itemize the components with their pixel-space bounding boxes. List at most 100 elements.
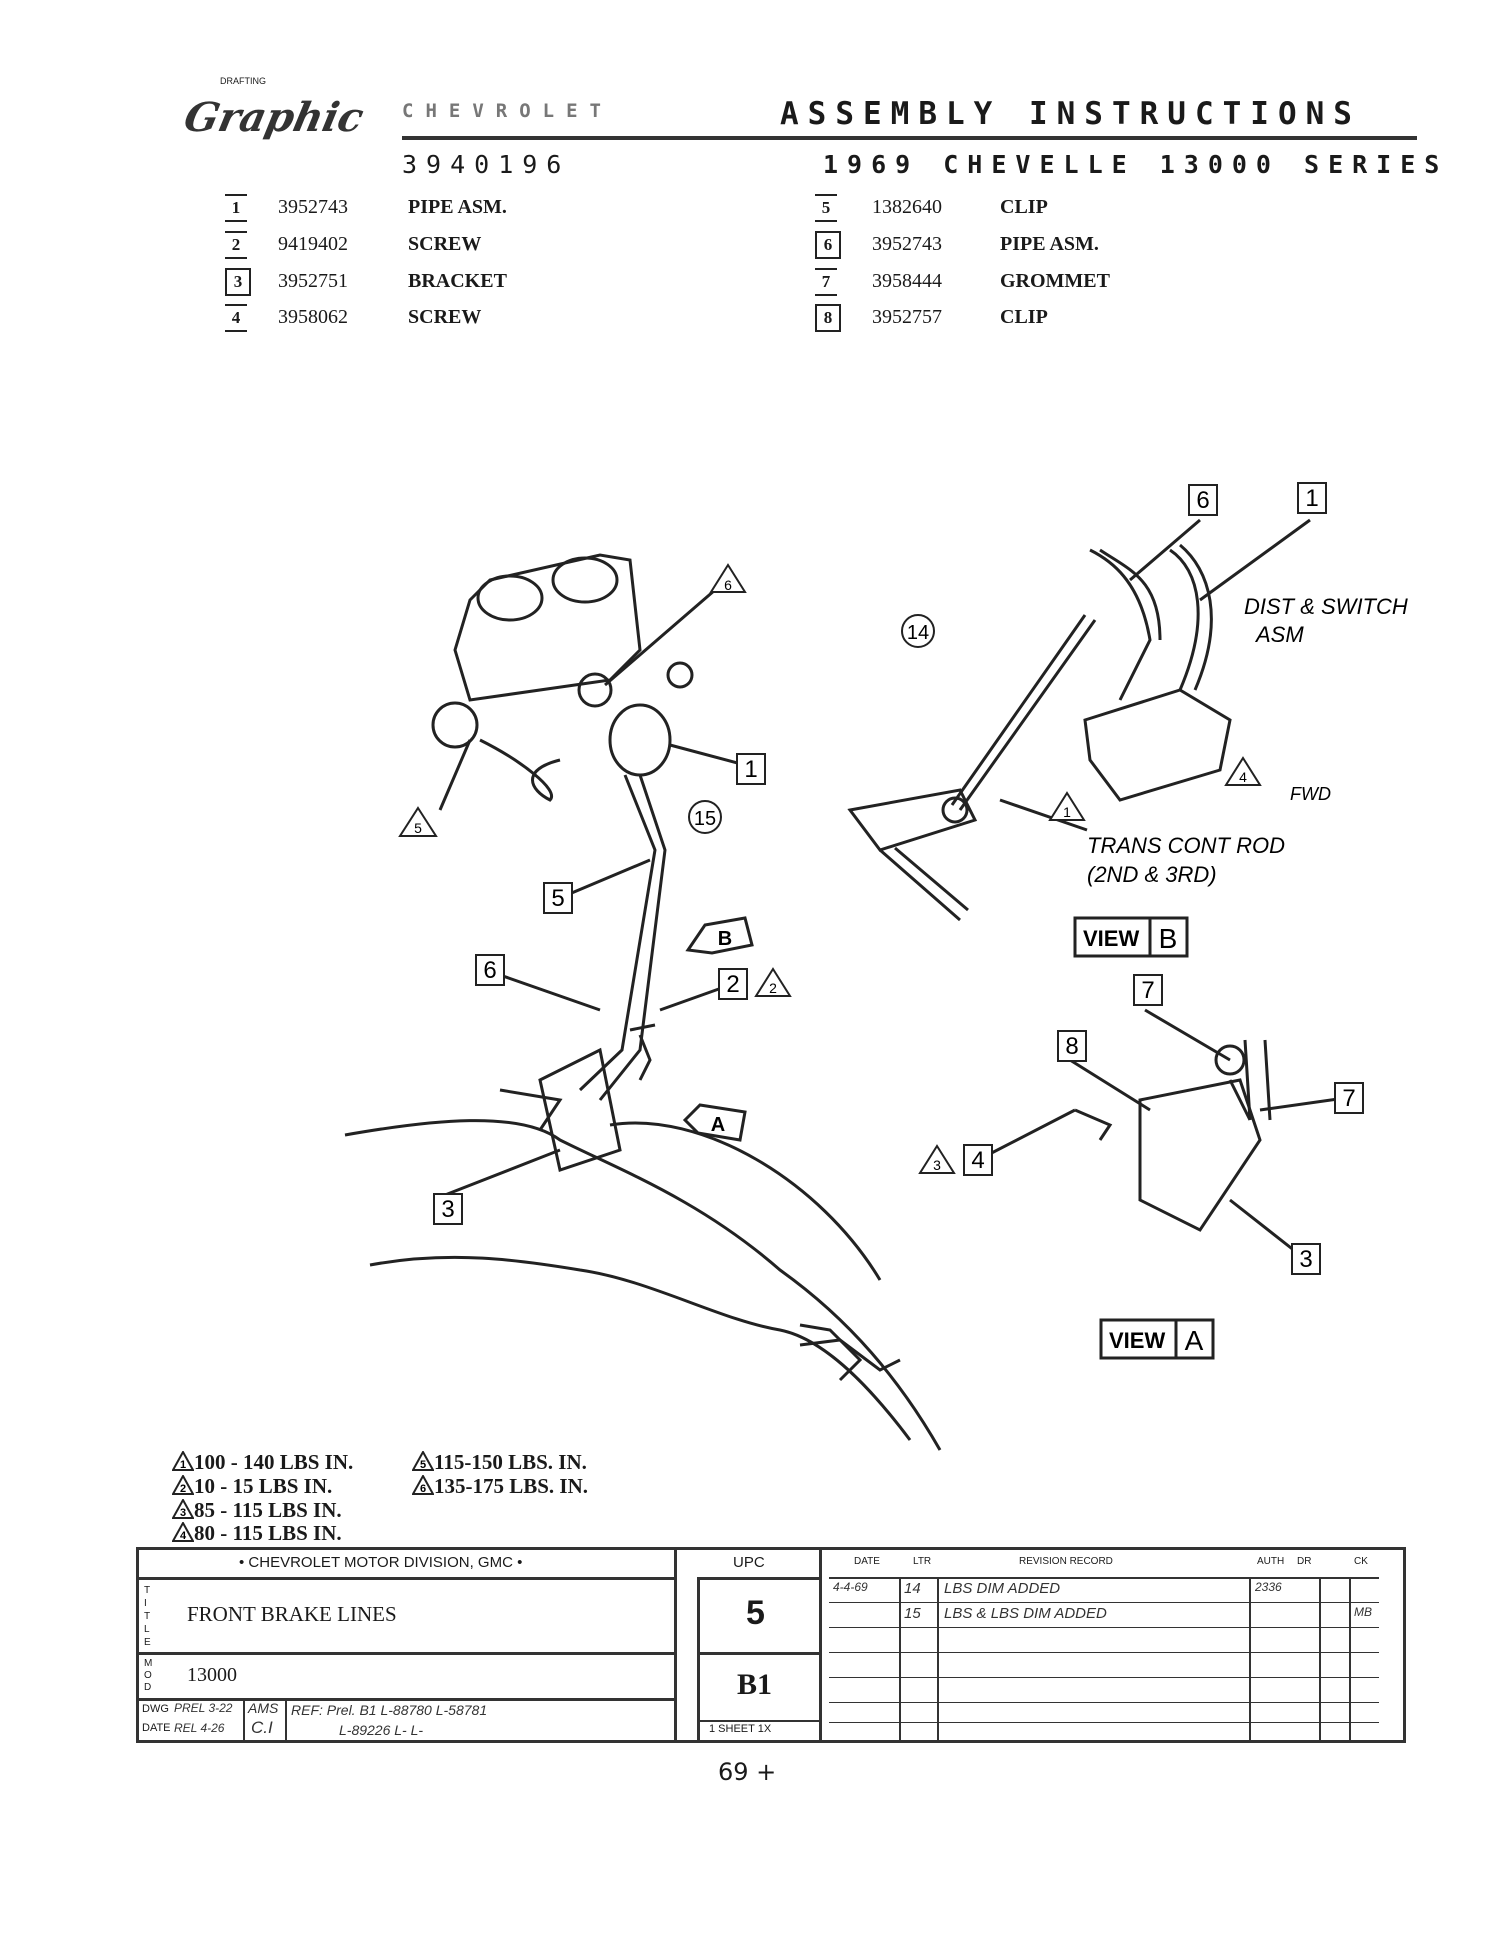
rev-2-record: LBS & LBS DIM ADDED <box>944 1605 1107 1622</box>
division-label: • CHEVROLET MOTOR DIVISION, GMC • <box>239 1554 523 1571</box>
model-field-label: MOD <box>144 1658 153 1693</box>
rev-dr-header: DR <box>1297 1556 1312 1567</box>
item-number: 4 <box>225 304 247 332</box>
callout-6-main: 6 <box>475 954 505 986</box>
part-number: 3958062 <box>278 306 348 328</box>
svg-text:6: 6 <box>483 957 496 984</box>
item-number: 5 <box>815 194 837 222</box>
part-number: 3952743 <box>278 196 348 218</box>
svg-text:VIEW: VIEW <box>1083 926 1139 951</box>
svg-text:4: 4 <box>1239 769 1247 785</box>
svg-text:1: 1 <box>1305 485 1318 512</box>
parts-row-6: 6 <box>815 231 841 259</box>
triangle-callout-1-view-b: 1 <box>1048 791 1086 821</box>
item-number: 3 <box>225 268 251 296</box>
rel-initials: C.I <box>251 1718 273 1737</box>
rev-1-ltr: 14 <box>904 1580 921 1597</box>
sheet-code: B1 <box>737 1668 773 1701</box>
item-number: 7 <box>815 268 837 296</box>
svg-text:2: 2 <box>769 980 777 996</box>
svg-text:3: 3 <box>180 1507 186 1519</box>
brand-name: CHEVROLET <box>402 100 613 122</box>
parts-row-8: 8 <box>815 304 841 332</box>
circle-callout-15: 15 <box>688 800 722 834</box>
part-name: CLIP <box>1000 306 1048 328</box>
svg-text:3: 3 <box>441 1196 454 1223</box>
svg-text:7: 7 <box>1342 1085 1355 1112</box>
svg-text:3: 3 <box>933 1157 941 1173</box>
page-title: ASSEMBLY INSTRUCTIONS <box>780 96 1361 132</box>
part-number: 3958444 <box>872 270 942 292</box>
trans-rod-label-2: (2ND & 3RD) <box>1087 862 1217 887</box>
rev-2-ltr: 15 <box>904 1605 921 1622</box>
torque-value: 115-150 LBS. IN. <box>434 1450 587 1474</box>
title-field-label: TITLE <box>144 1585 151 1648</box>
callout-3-main: 3 <box>433 1193 463 1225</box>
drawing-number: 3940196 <box>402 150 571 179</box>
logo-caption: DRAFTING <box>220 76 266 86</box>
title-block: • CHEVROLET MOTOR DIVISION, GMC • UPC DA… <box>136 1547 1406 1743</box>
svg-text:A: A <box>1185 1325 1204 1356</box>
triangle-mark-icon: 1 <box>171 1449 195 1471</box>
svg-text:2: 2 <box>726 971 739 998</box>
torque-value: 10 - 15 LBS IN. <box>194 1474 333 1498</box>
reference-1: REF: Prel. B1 L-88780 L-58781 <box>291 1702 488 1718</box>
part-name: PIPE ASM. <box>1000 233 1099 255</box>
triangle-mark-icon: 3 <box>171 1497 195 1519</box>
prel-initials: AMS <box>248 1700 279 1716</box>
part-name: SCREW <box>408 233 482 255</box>
circle-callout-14: 14 <box>901 614 935 648</box>
rev-1-auth: 2336 <box>1255 1580 1282 1594</box>
triangle-mark-icon: 5 <box>411 1449 435 1471</box>
svg-text:B: B <box>718 928 732 950</box>
rev-ck-header: CK <box>1354 1556 1368 1567</box>
callout-6-view-b: 6 <box>1188 484 1218 516</box>
fwd-label: FWD <box>1290 784 1331 804</box>
parts-row-4: 4 <box>225 304 247 332</box>
callout-8-view-a: 8 <box>1057 1030 1087 1062</box>
model-number: 13000 <box>187 1664 237 1686</box>
dwg-label: DWG <box>142 1703 169 1715</box>
rev-2-ck: MB <box>1354 1605 1372 1619</box>
prel-date: PREL 3-22 <box>174 1701 233 1715</box>
part-number: 3952743 <box>872 233 942 255</box>
part-number: 9419402 <box>278 233 348 255</box>
callout-3-view-a: 3 <box>1291 1243 1321 1275</box>
svg-text:B: B <box>1159 923 1178 954</box>
part-name: PIPE ASM. <box>408 196 507 218</box>
svg-text:1: 1 <box>180 1459 186 1471</box>
dist-switch-label: DIST & SWITCH <box>1244 594 1408 619</box>
triangle-callout-2: 2 <box>754 967 792 997</box>
torque-value: 100 - 140 LBS IN. <box>194 1450 354 1474</box>
triangle-callout-6: 6 <box>709 563 747 593</box>
parts-row-1: 1 <box>225 194 247 222</box>
torque-spec-1: 1 100 - 140 LBS IN. <box>171 1449 354 1475</box>
dist-switch-label-2: ASM <box>1254 622 1304 647</box>
svg-text:14: 14 <box>907 622 929 644</box>
svg-text:6: 6 <box>724 577 732 593</box>
svg-text:6: 6 <box>420 1483 426 1495</box>
callout-2-main: 2 <box>718 968 748 1000</box>
part-name: BRACKET <box>408 270 507 292</box>
callout-1-view-b: 1 <box>1297 482 1327 514</box>
svg-text:1: 1 <box>744 756 757 783</box>
svg-text:5: 5 <box>420 1459 426 1471</box>
pipe-loop <box>608 703 672 777</box>
item-number: 2 <box>225 231 247 259</box>
parts-row-7: 7 <box>815 268 837 296</box>
series-title: 1969 CHEVELLE 13000 SERIES <box>823 150 1449 179</box>
parts-row-3: 3 <box>225 268 251 296</box>
rev-1-date: 4-4-69 <box>833 1580 868 1594</box>
svg-text:4: 4 <box>971 1147 984 1174</box>
callout-5-main: 5 <box>543 882 573 914</box>
part-name: SCREW <box>408 306 482 328</box>
triangle-mark-icon: 4 <box>171 1520 195 1542</box>
upc-value: 5 <box>746 1594 765 1632</box>
svg-text:7: 7 <box>1141 977 1154 1004</box>
triangle-callout-4-view-b: 4 <box>1224 756 1262 786</box>
item-number: 8 <box>815 304 841 332</box>
diagram-linework <box>344 518 1346 1451</box>
